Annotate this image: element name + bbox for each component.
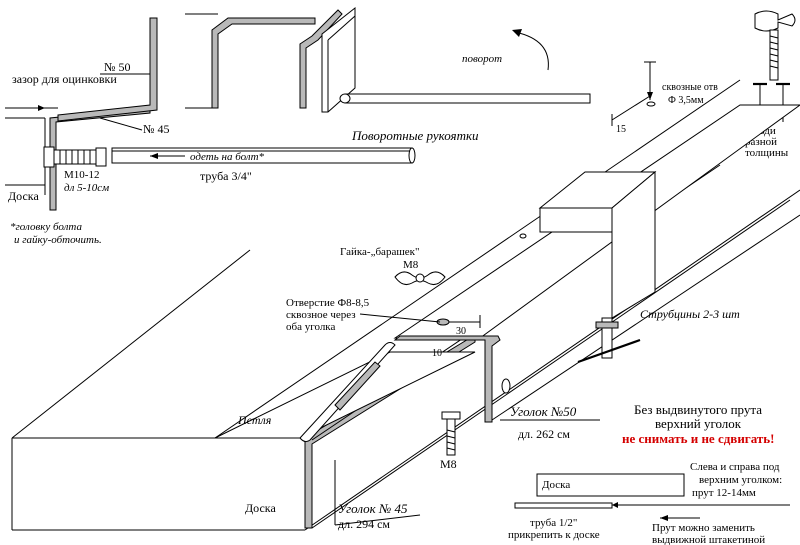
bolt-nut xyxy=(95,147,107,167)
label-hole-3: оба уголка xyxy=(286,321,335,333)
handle-1-profile xyxy=(211,17,316,109)
label-bolt-size: М10-12 xyxy=(64,169,99,181)
handle-3-body xyxy=(321,6,356,113)
through-holes-callout: сквозные отв Ф 3,5мм xyxy=(644,61,718,107)
label-bolt-length: дл 5-10см xyxy=(64,182,109,194)
label-board-main: Доска xyxy=(245,501,276,515)
label-holes-1: сквозные отв xyxy=(662,82,718,93)
inset-note-2: верхним уголком: xyxy=(699,474,782,486)
m8-bolt: М8 xyxy=(440,411,461,471)
bolt-head xyxy=(43,146,55,168)
label-hole-1: Отверстие Ф8-8,5 xyxy=(286,297,370,309)
loop-hinge: Петля xyxy=(214,342,476,443)
warning-note: Без выдвинутого прута верхний уголок не … xyxy=(622,402,774,446)
board-back-edge xyxy=(11,249,251,439)
board-top-perspective xyxy=(214,79,741,439)
label-angle45-length: дл. 294 см xyxy=(338,517,390,531)
leader-no45 xyxy=(99,117,143,131)
label-dim-10: 10 xyxy=(432,348,442,359)
label-angle50-length: дл. 262 см xyxy=(518,427,570,441)
inset-pipe xyxy=(514,502,613,509)
clamp-handle xyxy=(577,338,641,364)
inset-board xyxy=(536,473,685,497)
label-inset-board: Доска xyxy=(542,479,570,491)
inset-note-3: прут 12-14мм xyxy=(692,487,756,499)
inset-detail: Доска Слева и справа под верхним уголком… xyxy=(508,461,790,545)
warning-line3: не снимать и не сдвигать! xyxy=(622,431,774,446)
warning-line1: Без выдвинутого прута xyxy=(634,402,762,417)
label-pipe-34: труба 3/4" xyxy=(200,169,252,183)
inset-note-1: Слева и справа под xyxy=(690,461,780,473)
label-board-top: Доска xyxy=(8,189,39,203)
handle-bar xyxy=(344,93,591,104)
label-dim-30: 30 xyxy=(456,326,466,337)
wing-nut: Гайка-„барашек" М8 xyxy=(340,246,446,285)
label-angle50: Уголок №50 xyxy=(510,404,577,419)
clamp-screw xyxy=(601,317,613,359)
angle-50-cross-section xyxy=(393,335,501,423)
angle-50-hole xyxy=(501,378,511,394)
rotating-handles-detail: поворот Поворотные рукоятки xyxy=(185,6,591,143)
clamp-front xyxy=(539,207,613,233)
label-put-on-bolt: одеть на болт* xyxy=(190,151,265,163)
label-bolt-m8: М8 xyxy=(440,457,457,471)
angle-50-profile xyxy=(57,17,158,122)
label-nails-3: толщины xyxy=(745,147,789,159)
label-rotation: поворот xyxy=(462,53,502,65)
wing-screw-head xyxy=(754,10,796,32)
clamp-side xyxy=(611,170,656,319)
rotation-arrow xyxy=(514,31,549,71)
label-loop: Петля xyxy=(237,413,272,427)
label-holes-2: Ф 3,5мм xyxy=(668,95,704,106)
label-no50-top: № 50 xyxy=(104,60,130,74)
label-gap: зазор для оцинковки xyxy=(12,72,117,86)
m8-bolt-head xyxy=(441,411,461,420)
label-hole-2: сквозное через xyxy=(286,309,356,321)
bolt-shaft xyxy=(53,149,101,165)
angle-profile-detail: № 50 зазор для оцинковки № 45 Доска М10-… xyxy=(5,17,169,246)
label-rod-1: Прут можно заменить xyxy=(652,522,755,534)
label-dim-15: 15 xyxy=(616,124,626,135)
board-bottom-perspective xyxy=(304,189,800,531)
hole-leader xyxy=(359,313,441,323)
label-wingnut-2: М8 xyxy=(403,259,419,271)
footnote-line1: *головку болта xyxy=(10,221,82,233)
clamp: Струбцины 2-3 шт xyxy=(538,170,740,364)
label-angle45: Уголок № 45 xyxy=(338,501,408,516)
label-no45-top: № 45 xyxy=(143,122,169,136)
handle-2-profile xyxy=(299,9,343,109)
label-wingnut-1: Гайка-„барашек" xyxy=(340,246,420,258)
label-clamps: Струбцины 2-3 шт xyxy=(640,307,740,321)
warning-line2: верхний уголок xyxy=(655,416,742,431)
pipe-34: одеть на болт* труба 3/4" xyxy=(111,147,416,183)
label-rod-2: выдвижной штакетиной xyxy=(652,534,765,545)
main-board: Доска xyxy=(11,79,800,531)
label-pipe-12-2: прикрепить к доске xyxy=(508,529,600,541)
label-rotating-handles: Поворотные рукоятки xyxy=(351,128,479,143)
footnote-line2: и гайку-обточить. xyxy=(14,234,102,246)
gap-arrow xyxy=(38,105,45,111)
label-pipe-12-1: труба 1/2" xyxy=(530,517,577,529)
